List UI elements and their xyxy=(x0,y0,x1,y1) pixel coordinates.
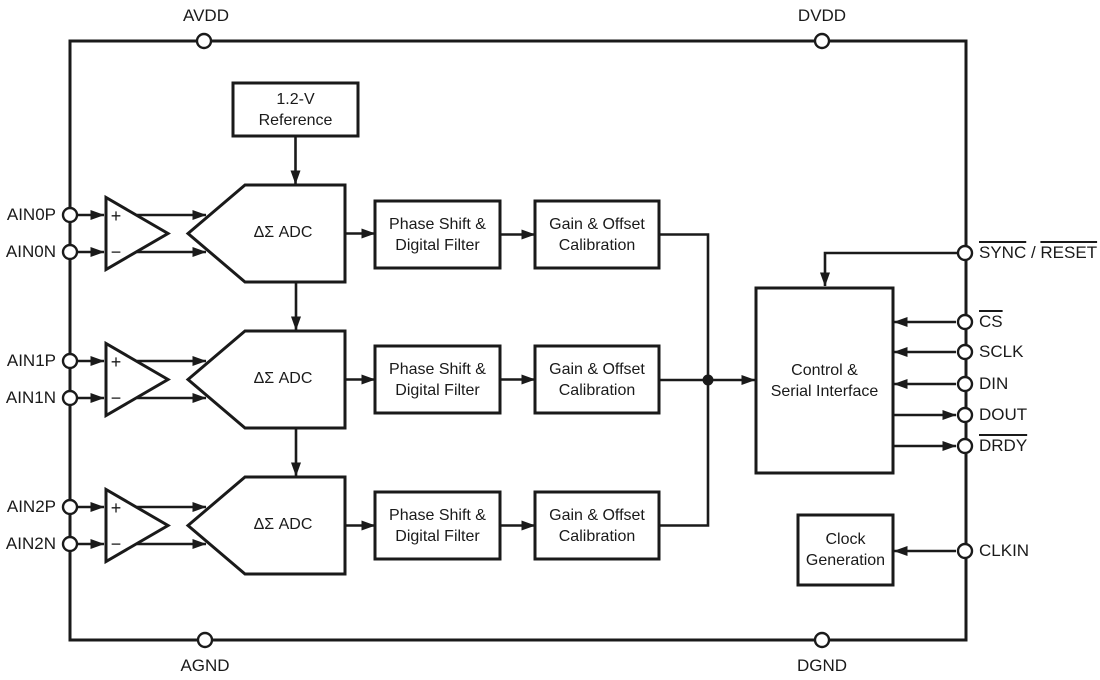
dgnd-pin-circle xyxy=(813,631,831,649)
ain0n-label: AIN0N xyxy=(5,242,56,261)
sync-reset-wire xyxy=(820,251,957,287)
gain-cal3-bus-wire xyxy=(659,380,710,527)
ain0p-label: AIN0P xyxy=(6,205,56,224)
ain0n-pin-circle xyxy=(61,243,79,261)
ain2p-label: AIN2P xyxy=(6,497,56,516)
avdd-pin-circle xyxy=(195,32,213,50)
adc1-label: ΔΣ ADC xyxy=(253,224,313,241)
sync-label: SYNC xyxy=(979,243,1027,262)
sclk-pin-circle xyxy=(956,343,974,361)
agnd-pin-circle xyxy=(196,631,214,649)
ain1n-label: AIN1N xyxy=(5,388,56,407)
dout-pin-circle xyxy=(956,406,974,424)
adc3-label: ΔΣ ADC xyxy=(253,516,313,533)
dvdd-label: DVDD xyxy=(797,6,847,25)
gain-cal1-label: Gain & Offset Calibration xyxy=(549,215,645,254)
sync-reset-pin-circle xyxy=(956,244,974,262)
cs-pin-circle xyxy=(956,313,974,331)
clock-generation-label: Clock Generation xyxy=(805,531,886,569)
din-label: DIN xyxy=(979,374,1009,393)
drdy-label: DRDY xyxy=(979,436,1028,455)
dvdd-pin-circle xyxy=(813,32,831,50)
ain2n-pin-circle xyxy=(61,535,79,553)
amp3-plus-sign: + xyxy=(110,498,122,518)
reference-block-label: 1.2-V Reference xyxy=(258,90,333,129)
adc2-label: ΔΣ ADC xyxy=(253,370,313,387)
amp2-plus-sign: + xyxy=(110,352,122,372)
chip-boundary xyxy=(68,39,968,642)
control-serial-box xyxy=(754,286,895,475)
gain-cal2-label: Gain & Offset Calibration xyxy=(549,360,645,399)
avdd-label: AVDD xyxy=(183,6,229,25)
reset-label: RESET xyxy=(1040,243,1098,262)
ain1n-pin-circle xyxy=(61,389,79,407)
sclk-label: SCLK xyxy=(979,342,1024,361)
gain-cal1-bus-wire xyxy=(659,233,710,380)
clkin-pin-circle xyxy=(956,542,974,560)
ain1p-pin-circle xyxy=(61,352,79,370)
dout-label: DOUT xyxy=(979,405,1028,424)
phase-filter3-label: Phase Shift & Digital Filter xyxy=(389,506,486,545)
dgnd-label: DGND xyxy=(796,656,848,675)
amp2-minus-sign: − xyxy=(110,388,122,408)
phase-filter2-label: Phase Shift & Digital Filter xyxy=(389,360,486,399)
bus-junction-dot xyxy=(702,374,714,386)
agnd-label: AGND xyxy=(180,656,230,675)
ain2n-label: AIN2N xyxy=(5,534,56,553)
ain2p-pin-circle xyxy=(61,498,79,516)
sync-reset-label: SYNC / RESET xyxy=(979,242,1097,264)
clkin-label: CLKIN xyxy=(979,541,1030,560)
control-serial-label: Control & Serial Interface xyxy=(770,361,879,400)
ain0p-pin-circle xyxy=(61,206,79,224)
amp3-minus-sign: − xyxy=(110,534,122,554)
cs-label: CS xyxy=(979,312,1003,331)
phase-filter1-label: Phase Shift & Digital Filter xyxy=(389,215,486,254)
ain1p-label: AIN1P xyxy=(6,351,56,370)
gain-cal3-label: Gain & Offset Calibration xyxy=(549,506,645,545)
sync-reset-slash: / xyxy=(1026,243,1041,262)
din-pin-circle xyxy=(956,375,974,393)
amp1-plus-sign: + xyxy=(110,206,122,226)
amp1-minus-sign: − xyxy=(110,242,122,262)
drdy-pin-circle xyxy=(956,437,974,455)
clock-generation-box xyxy=(796,513,895,587)
